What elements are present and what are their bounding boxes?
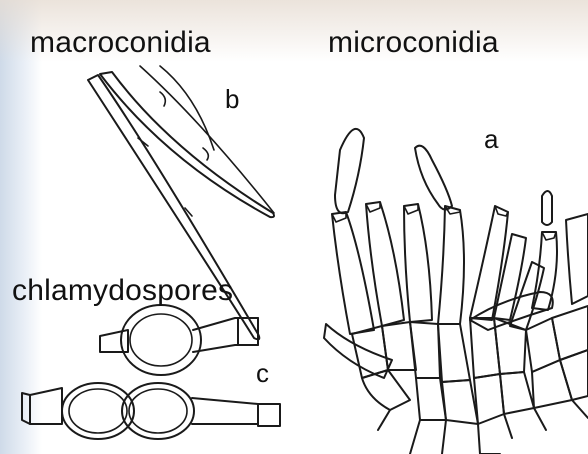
panel-letter-b: b (225, 86, 239, 112)
chlamydospore-double (22, 383, 280, 439)
chlamydospore-single (100, 305, 258, 375)
microconidia-drawing (324, 129, 588, 454)
microconidia-label: microconidia (328, 28, 499, 58)
macroconidia-label: macroconidia (30, 28, 211, 58)
panel-letter-c: c (256, 360, 269, 386)
chlamydospores-label: chlamydospores (12, 276, 233, 306)
panel-letter-a: a (484, 126, 498, 152)
